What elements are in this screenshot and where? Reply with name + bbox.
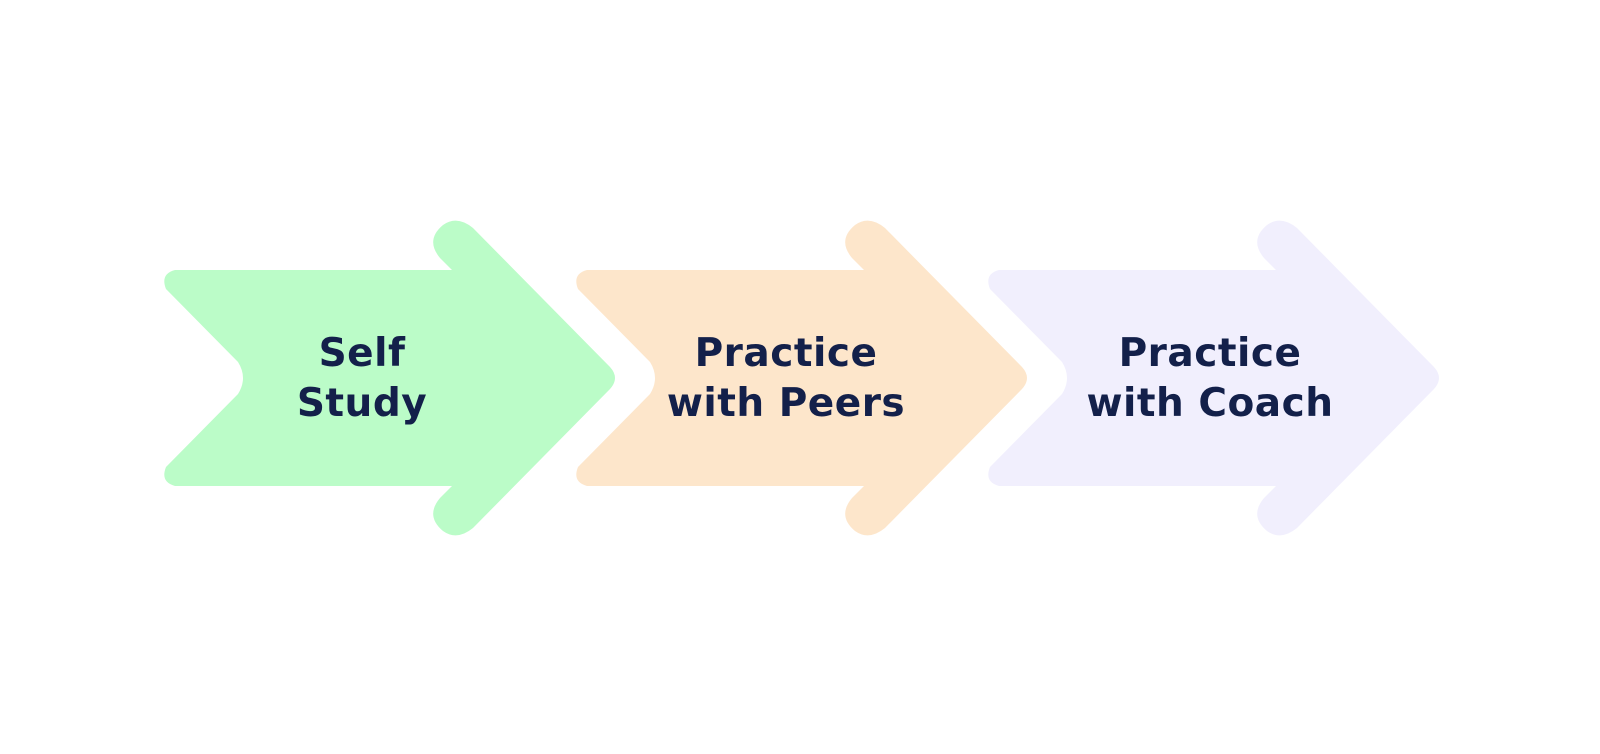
chevron-arrow-icon (576, 220, 1027, 536)
step-label-line1: Practice (695, 331, 878, 376)
step-practice-with-coach: Practice with Coach (988, 220, 1439, 536)
step-label-line2: Study (297, 381, 427, 426)
chevron-arrow-icon (164, 220, 616, 536)
chevron-arrow-icon (988, 220, 1439, 536)
step-label-line1: Self (319, 331, 406, 376)
step-label-line2: with Peers (667, 381, 905, 426)
step-label-line2: with Coach (1087, 381, 1334, 426)
step-self-study: Self Study (164, 220, 616, 536)
step-label-line1: Practice (1119, 331, 1302, 376)
step-practice-with-peers: Practice with Peers (576, 220, 1027, 536)
